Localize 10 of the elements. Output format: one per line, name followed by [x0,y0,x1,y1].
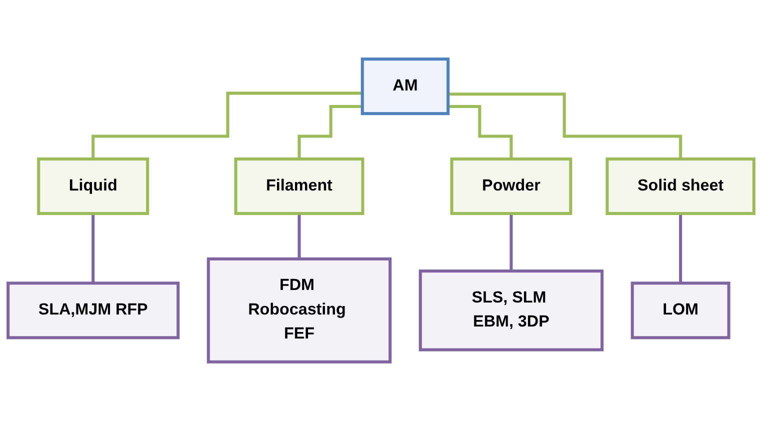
node-box: Solid sheet [606,158,756,216]
node-box: LOM [630,282,730,340]
node-box: Powder [450,158,572,216]
node-box: SLA,MJM RFP [6,282,180,340]
node-box: FDM Robocasting FEF [206,257,392,364]
node-box: Liquid [37,158,150,216]
connector [298,212,301,260]
node-box: SLS, SLM EBM, 3DP [418,270,604,352]
node-box: AM [360,58,450,116]
node-box: Filament [234,158,364,216]
